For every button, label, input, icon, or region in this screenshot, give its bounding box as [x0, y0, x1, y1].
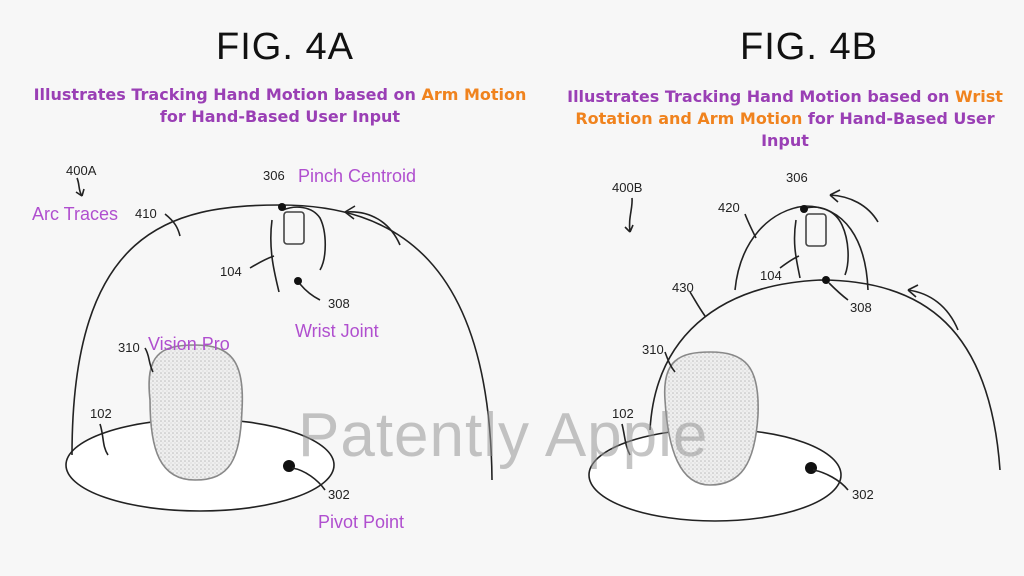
ref-310-b: 310 — [642, 342, 664, 357]
ref-302-b: 302 — [852, 487, 874, 502]
fig-4b-title: FIG. 4B — [740, 26, 878, 68]
ref-306-a: 306 — [263, 168, 285, 183]
fig-4b-caption-highlight-2: Rotation and Arm Motion — [575, 109, 803, 128]
hand-b — [793, 206, 849, 279]
annotation-pinch-centroid: Pinch Centroid — [298, 166, 417, 186]
ref-308-a: 308 — [328, 296, 350, 311]
fig-4a-caption-highlight: Arm Motion — [421, 85, 527, 104]
hand-a — [270, 206, 327, 293]
fig-4b-caption: Illustrates Tracking Hand Motion based o… — [560, 86, 1010, 152]
ref-308-b: 308 — [850, 300, 872, 315]
ref-306-b: 306 — [786, 170, 808, 185]
ref-102-a: 102 — [90, 406, 112, 421]
ref-400b: 400B — [612, 180, 643, 195]
fig-4a-caption: Illustrates Tracking Hand Motion based o… — [20, 84, 540, 128]
ref-302-a: 302 — [328, 487, 350, 502]
ref-430: 430 — [672, 280, 694, 295]
arc-trace-430 — [649, 279, 1001, 471]
annotation-wrist-joint: Wrist Joint — [295, 321, 379, 341]
watermark: Patently Apple — [298, 401, 709, 470]
fig-4b-caption-last: Input — [761, 131, 809, 150]
fig-4b-caption-post: for Hand-Based User — [802, 109, 995, 128]
fig-4b-caption-highlight-1: Wrist — [954, 87, 1003, 106]
fig-4a-caption-post: for Hand-Based User Input — [159, 107, 401, 126]
headset-310-a — [148, 344, 244, 481]
ref-104-a: 104 — [220, 264, 242, 279]
ref-104-b: 104 — [760, 268, 782, 283]
annotation-pivot-point: Pivot Point — [318, 512, 405, 532]
fig-4a-title: FIG. 4A — [216, 26, 354, 68]
ref-102-b: 102 — [612, 406, 634, 421]
headset-310-b — [663, 351, 759, 486]
ref-420: 420 — [718, 200, 740, 215]
ref-310-a: 310 — [118, 340, 140, 355]
annotation-arc-traces: Arc Traces — [32, 204, 119, 224]
ref-400a: 400A — [66, 163, 97, 178]
fig-4b-caption-pre: Illustrates Tracking Hand Motion based o… — [567, 87, 955, 106]
ref-410: 410 — [135, 206, 157, 221]
annotation-vision-pro: Vision Pro — [148, 334, 230, 354]
fig-4a-caption-pre: Illustrates Tracking Hand Motion based o… — [33, 85, 422, 104]
